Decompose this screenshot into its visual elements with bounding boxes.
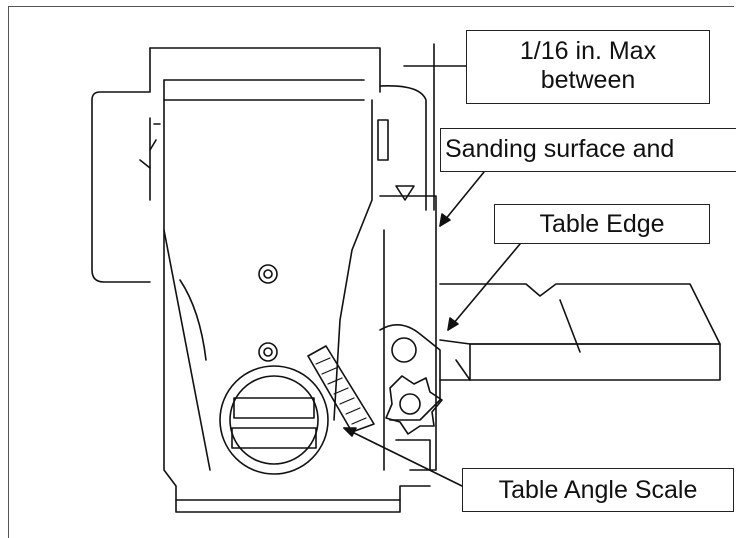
table-lock-knob (385, 375, 443, 435)
leader-sanding-surface (439, 171, 485, 227)
figure-frame (8, 6, 734, 538)
sanding-column (379, 195, 437, 471)
callout-table-angle-scale: Table Angle Scale (462, 468, 734, 512)
angle-scale (307, 345, 375, 433)
screw-lower (258, 342, 278, 362)
motor-housing (91, 47, 151, 283)
callout-table-edge: Table Edge (494, 204, 710, 244)
dust-port (219, 365, 329, 475)
motor-right-hump (379, 84, 427, 211)
work-table-top (439, 283, 721, 345)
callout-max-gap-line1: 1/16 in. Max (519, 37, 657, 65)
callout-max-gap: 1/16 in. Max between (466, 30, 710, 104)
trunnion (379, 324, 441, 421)
leader-angle-scale (343, 427, 463, 487)
work-table-front (469, 343, 721, 381)
base (175, 499, 401, 513)
screw-upper (258, 264, 278, 284)
leader-table-edge (447, 243, 521, 331)
callout-sanding-surface: Sanding surface and (440, 128, 736, 172)
callout-table-angle-scale-text: Table Angle Scale (498, 476, 698, 504)
callout-max-gap-line2: between (540, 65, 636, 94)
callout-table-edge-text: Table Edge (539, 210, 665, 238)
motor-top (149, 47, 381, 93)
callout-sanding-surface-text: Sanding surface and (445, 135, 675, 163)
